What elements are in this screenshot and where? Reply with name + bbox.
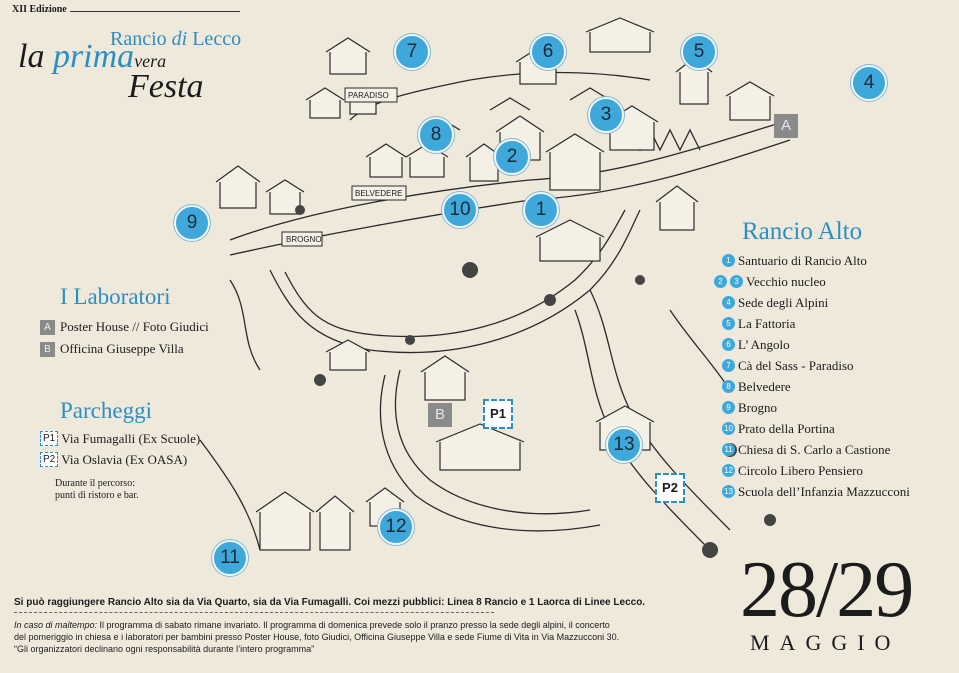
rancio-alto-title: Rancio Alto — [742, 218, 863, 245]
map-lab-a[interactable]: A — [774, 114, 798, 138]
edition-label: XII Edizione — [12, 4, 67, 15]
lab-badge-b: B — [40, 341, 55, 357]
village-sketch-map: PARADISO BELVEDERE BROGNO — [199, 17, 791, 558]
park-badge-p1: P1 — [40, 431, 59, 446]
title-line-1: la primavera — [18, 38, 167, 75]
legend-bubble: 1 — [722, 254, 735, 267]
legend-bubble: 13 — [722, 485, 735, 498]
map-label-brogno: BROGNO — [286, 235, 322, 244]
footer-divider — [14, 612, 494, 613]
map-marker-9[interactable]: 9 — [174, 205, 210, 241]
map-marker-11[interactable]: 11 — [212, 540, 248, 576]
legend-bubble: 5 — [722, 317, 735, 330]
map-parking-p1[interactable]: P1 — [483, 399, 513, 429]
event-month: MAGGIO — [750, 630, 901, 655]
legend-bubble: 3 — [730, 275, 743, 288]
edition-rule — [70, 11, 240, 12]
legend-bubble: 10 — [722, 422, 735, 435]
map-marker-6[interactable]: 6 — [530, 34, 566, 70]
title-line-2: Festa — [128, 68, 204, 105]
reach-info: Si può raggiungere Rancio Alto sia da Vi… — [14, 597, 646, 608]
legend-bubble: 4 — [722, 296, 735, 309]
map-marker-8[interactable]: 8 — [418, 117, 454, 153]
legend-bubble: 11 — [722, 443, 735, 456]
legend-bubble: 12 — [722, 464, 735, 477]
laboratori-title: I Laboratori — [60, 284, 171, 309]
map-marker-7[interactable]: 7 — [394, 34, 430, 70]
legend-bubble: 6 — [722, 338, 735, 351]
map-marker-1[interactable]: 1 — [523, 192, 559, 228]
map-lab-b[interactable]: B — [428, 403, 452, 427]
legend-bubble: 9 — [722, 401, 735, 414]
event-days: 28/29 — [740, 546, 914, 634]
legend-bubble: 2 — [714, 275, 727, 288]
map-marker-5[interactable]: 5 — [681, 34, 717, 70]
map-marker-2[interactable]: 2 — [494, 139, 530, 175]
park-badge-p2: P2 — [40, 452, 59, 467]
subtitle: Rancio di Lecco — [110, 28, 242, 50]
map-marker-10[interactable]: 10 — [442, 192, 478, 228]
map-parking-p2[interactable]: P2 — [655, 473, 685, 503]
map-marker-13[interactable]: 13 — [606, 427, 642, 463]
map-marker-3[interactable]: 3 — [588, 97, 624, 133]
map-marker-12[interactable]: 12 — [378, 509, 414, 545]
legend-bubble: 7 — [722, 359, 735, 372]
percorso-note: Durante il percorso:punti di ristoro e b… — [55, 478, 139, 501]
map-label-paradiso: PARADISO — [348, 91, 389, 100]
bad-weather-notes: In caso di maltempo: Il programma di sab… — [14, 620, 620, 654]
map-label-belvedere: BELVEDERE — [355, 189, 402, 198]
legend-bubble: 8 — [722, 380, 735, 393]
parcheggi-title: Parcheggi — [60, 398, 152, 423]
map-marker-4[interactable]: 4 — [851, 65, 887, 101]
lab-badge-a: A — [40, 319, 55, 335]
